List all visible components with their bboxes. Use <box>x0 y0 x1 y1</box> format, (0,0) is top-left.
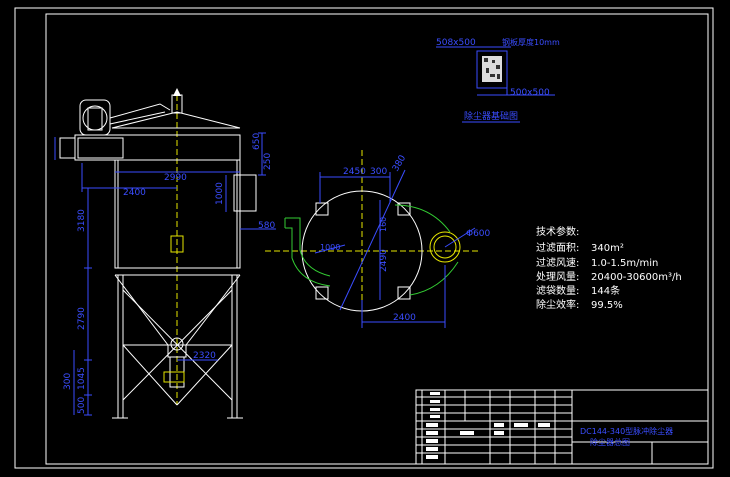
outer-frame <box>14 7 714 469</box>
plan-view: 2450 300 380 2490 1000 2400 Φ600 160 <box>265 150 491 330</box>
spec-label-5: 除尘效率: <box>536 298 579 311</box>
plan-dim-160: 160 <box>379 217 388 232</box>
plan-dim-2490: 2490 <box>379 249 389 272</box>
specs-heading: 技术参数: <box>536 225 579 238</box>
plan-dim-300: 300 <box>370 167 387 177</box>
spec-label-4: 滤袋数量: <box>536 284 579 297</box>
spec-value-3: 20400-30600m³/h <box>591 272 682 283</box>
dim-2990: 2990 <box>164 173 187 183</box>
dim-650-side: 650 <box>252 133 262 150</box>
detail-bottom-dim: 500x500 <box>510 88 550 98</box>
dim-1045: 1045 <box>77 367 87 390</box>
plan-dim-600: Φ600 <box>466 229 491 239</box>
dim-2320: 2320 <box>193 351 216 361</box>
foundation-detail: 508x500 钢板厚度10mm 500x500 除尘器基础图 <box>436 37 560 123</box>
elevation-view: 2990 2400 1000 580 650 250 3180 2790 104… <box>54 88 276 419</box>
title-line-1: DC144-340型脉冲除尘器 <box>580 426 673 436</box>
inlet-pipe <box>285 217 331 277</box>
spec-label-3: 处理风量: <box>536 271 579 283</box>
spec-label-1: 过滤面积: <box>536 241 579 254</box>
spec-label-2: 过滤风速: <box>536 256 579 269</box>
detail-caption: 除尘器基础图 <box>464 110 518 122</box>
dim-1000-side: 1000 <box>215 182 225 205</box>
plan-dim-2450: 2450 <box>343 167 366 177</box>
dim-3180: 3180 <box>77 209 87 232</box>
dim-500-side: 500 <box>77 397 87 414</box>
dim-580-side: 580 <box>258 221 275 231</box>
inner-frame <box>45 13 709 465</box>
plan-dim-1000: 1000 <box>320 243 340 252</box>
spec-value-1: 340m² <box>591 243 624 254</box>
tech-specs: 技术参数: 过滤面积: 340m² 过滤风速: 1.0-1.5m/min 处理风… <box>536 225 682 311</box>
spec-value-2: 1.0-1.5m/min <box>591 258 658 269</box>
detail-thickness-note: 钢板厚度10mm <box>502 37 560 47</box>
detail-top-dim: 508x500 <box>436 38 476 48</box>
dim-2790: 2790 <box>77 307 87 330</box>
spec-value-4: 144条 <box>591 284 620 297</box>
dim-2400-side: 2400 <box>123 188 146 198</box>
outlet-pipe <box>394 204 451 233</box>
title-block <box>415 389 709 465</box>
plan-dim-2400: 2400 <box>393 313 416 323</box>
spec-value-5: 99.5% <box>591 300 623 311</box>
title-line-2: 除尘器总图 <box>590 437 630 447</box>
dim-300-side: 300 <box>63 373 73 390</box>
dim-250-side: 250 <box>263 153 273 170</box>
